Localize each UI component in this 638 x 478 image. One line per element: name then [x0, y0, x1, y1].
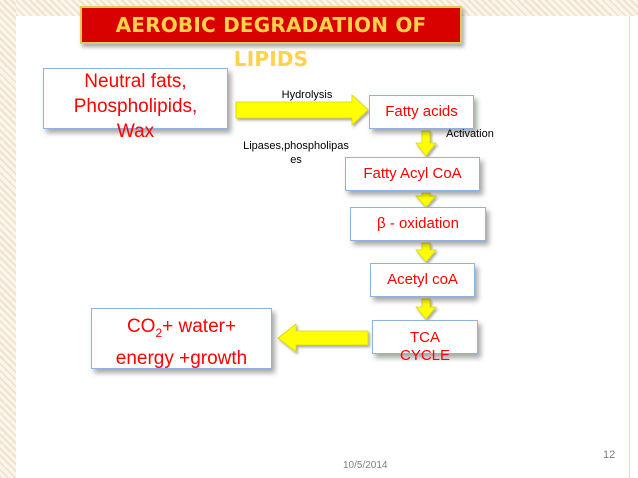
label-lipases-line1: Lipases,phospholipas	[243, 140, 349, 152]
footer-date: 10/5/2014	[343, 460, 388, 471]
label-activation: Activation	[446, 128, 494, 140]
slide-title: AEROBIC DEGRADATION OF LIPIDS	[80, 6, 462, 71]
node-beta-oxidation: β - oxidation	[350, 207, 486, 241]
decorative-border-right	[629, 16, 630, 478]
node-tca-cycle: TCA CYCLE	[372, 320, 478, 364]
node-fatty-acyl-coa: Fatty Acyl CoA	[345, 157, 480, 191]
node-fatty-acids: Fatty acids	[369, 95, 474, 129]
node-neutral-line1: Neutral fats,	[84, 71, 187, 92]
co2-subscript: 2	[155, 325, 163, 340]
page-number: 12	[603, 449, 616, 461]
label-lipases: Lipases,phospholipas es	[240, 139, 352, 167]
decorative-border-left	[0, 0, 16, 478]
arrow-to-acetyl-coa	[415, 242, 437, 263]
node-acetyl-coa: Acetyl coA	[370, 263, 475, 297]
node-neutral-fats: Neutral fats, Phospholipids, Wax	[43, 68, 228, 142]
arrow-to-beta-oxidation	[415, 192, 437, 208]
node-tca-line1: TCA	[410, 329, 440, 346]
node-tca-line2: CYCLE	[399, 347, 451, 364]
node-co2-line1: CO2+ water+	[92, 314, 271, 346]
label-lipases-line2: es	[290, 154, 302, 166]
co2-prefix: CO	[126, 316, 156, 337]
co2-rest: + water+	[162, 316, 237, 337]
label-hydrolysis: Hydrolysis	[281, 89, 333, 101]
arrow-to-tca-cycle	[415, 298, 437, 320]
arrow-to-products	[277, 323, 369, 353]
arrow-activation	[415, 130, 437, 157]
node-co2-water-energy: CO2+ water+ energy +growth	[91, 308, 272, 369]
node-neutral-line3: Wax	[116, 121, 155, 142]
node-neutral-line2: Phospholipids,	[73, 96, 198, 117]
node-co2-line2: energy +growth	[115, 347, 248, 369]
